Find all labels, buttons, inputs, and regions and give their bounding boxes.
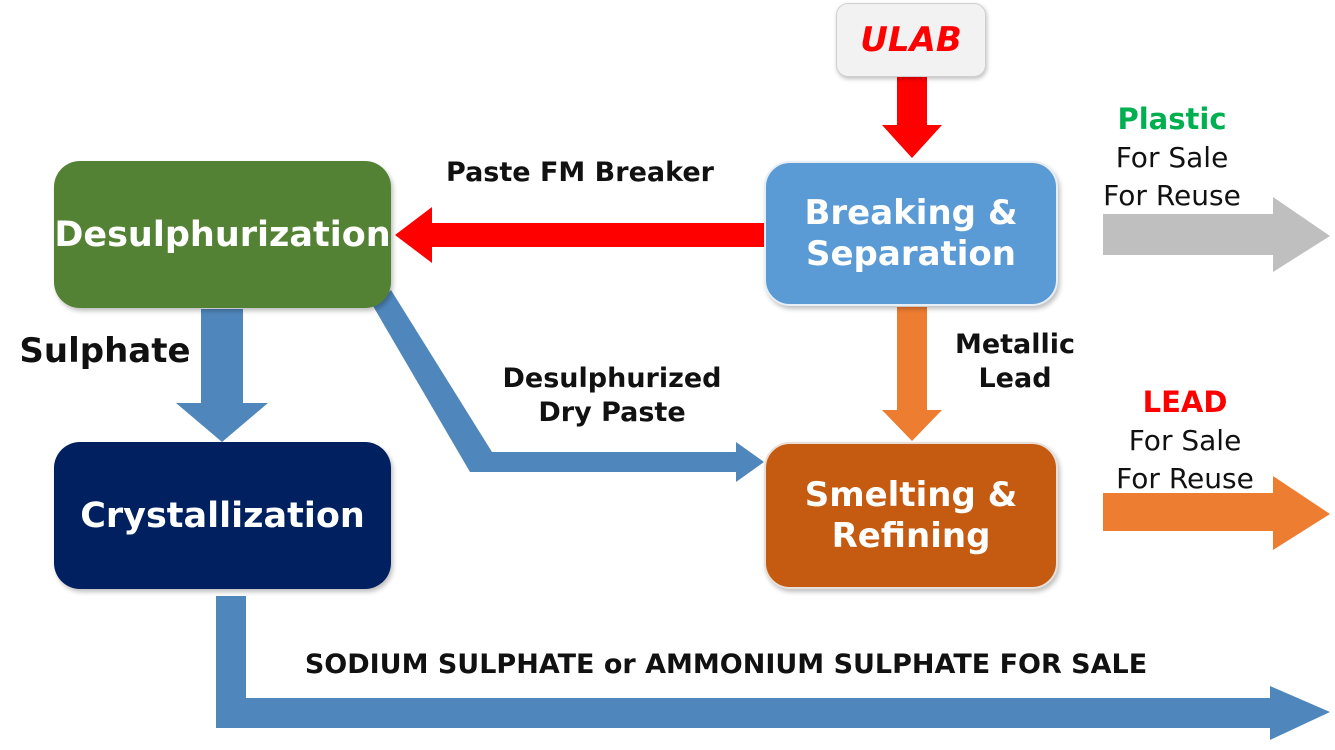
plastic-output: Plastic For Sale For Reuse bbox=[1090, 100, 1254, 215]
paste-label: Paste FM Breaker bbox=[446, 157, 714, 188]
lead-output-arrow bbox=[1103, 476, 1330, 550]
breaking-separation-node: Breaking & Separation bbox=[764, 161, 1058, 306]
crystallization-node: Crystallization bbox=[54, 442, 391, 589]
ulab-to-breaking-arrow bbox=[882, 77, 942, 158]
sulphate-label: Sulphate bbox=[19, 331, 191, 371]
lead-output-sale: For Sale bbox=[1128, 424, 1242, 458]
plastic-output-arrow bbox=[1103, 197, 1330, 272]
dry-paste-arrow bbox=[373, 290, 764, 482]
plastic-output-sale: For Sale bbox=[1115, 141, 1229, 175]
paste-arrow bbox=[395, 207, 764, 263]
lead-output-reuse: For Reuse bbox=[1116, 461, 1254, 495]
dry-paste-label: Desulphurized Dry Paste bbox=[502, 363, 722, 428]
ulab-node: ULAB bbox=[836, 3, 986, 77]
lead-output-head: LEAD bbox=[1142, 385, 1228, 419]
lead-output: LEAD For Sale For Reuse bbox=[1100, 383, 1270, 498]
plastic-output-reuse: For Reuse bbox=[1103, 178, 1241, 212]
smelting-refining-node: Smelting & Refining bbox=[764, 442, 1058, 589]
sodium-sulphate-label: SODIUM SULPHATE or AMMONIUM SULPHATE FOR… bbox=[304, 649, 1148, 680]
sulphate-arrow bbox=[176, 309, 268, 442]
plastic-output-head: Plastic bbox=[1117, 102, 1227, 136]
sodium-output-arrow bbox=[216, 596, 1330, 740]
desulphurization-node: Desulphurization bbox=[54, 161, 391, 308]
metallic-lead-label: Metallic Lead bbox=[954, 329, 1076, 394]
metallic-lead-arrow bbox=[882, 307, 942, 441]
